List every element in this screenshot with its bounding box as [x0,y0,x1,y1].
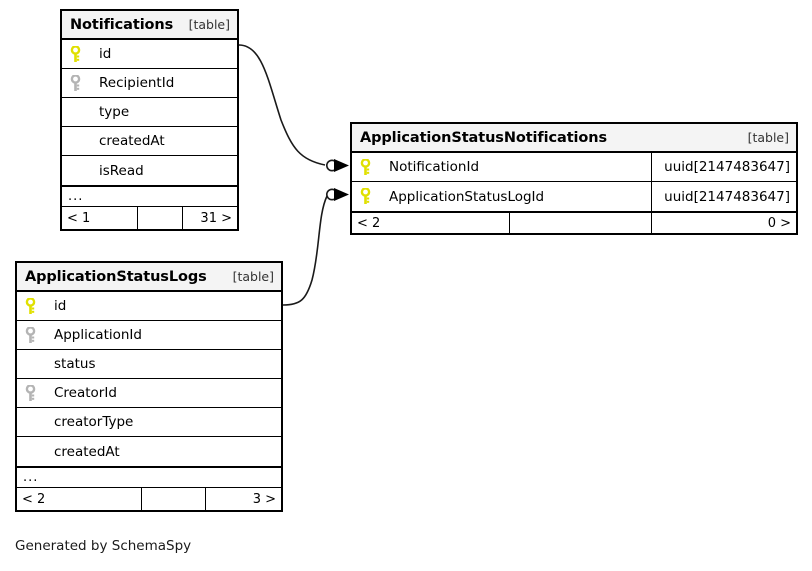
table-row[interactable]: createdAt [62,127,237,156]
table-type-tag: [table] [232,269,274,284]
column-name: status [54,356,96,372]
no-key-spacer [62,98,89,126]
primary-key-icon [62,40,89,68]
column-name: type [99,104,130,120]
relationship-line-notifications-to-asn [238,44,349,172]
column-type: uuid[2147483647] [651,153,796,181]
table-row[interactable]: createdAt [17,437,281,466]
crowsfoot-circle-notifications [325,159,338,172]
table-footer-notifications: < 1 31 > [62,207,237,229]
arrowhead-logs [334,188,349,201]
primary-key-icon [352,182,379,211]
footer-middle-cell [510,213,652,233]
table-type-tag: [table] [747,130,789,145]
more-columns-indicator: ... [17,466,281,488]
table-row[interactable]: creatorType [17,408,281,437]
column-type: uuid[2147483647] [651,182,796,211]
primary-key-icon [352,153,379,181]
column-name: createdAt [99,133,165,149]
footer-middle-cell [142,488,206,510]
column-name: createdAt [54,443,120,460]
footer-incoming-count[interactable]: < 1 [62,207,138,229]
table-row[interactable]: NotificationId uuid[2147483647] [352,153,796,182]
column-name: ApplicationId [54,327,142,343]
column-name: CreatorId [54,385,117,401]
foreign-key-icon [17,321,44,349]
footer-middle-cell [138,207,183,229]
table-row[interactable]: id [62,40,237,69]
table-footer-application-status-logs: < 2 3 > [17,488,281,510]
table-row[interactable]: ApplicationId [17,321,281,350]
footer-outgoing-count[interactable]: 31 > [200,210,232,226]
footer-incoming-count[interactable]: < 2 [17,488,142,510]
relationship-line-logs-to-asn [282,188,349,306]
no-key-spacer [17,437,44,466]
footer-incoming-count[interactable]: < 2 [352,213,510,233]
table-footer-application-status-notifications: < 2 0 > [352,211,796,233]
column-name: NotificationId [389,159,480,175]
column-name: RecipientId [99,75,175,91]
table-row[interactable]: CreatorId [17,379,281,408]
more-columns-indicator: ... [62,185,237,207]
no-key-spacer [17,408,44,436]
table-name-label: ApplicationStatusNotifications [360,129,608,146]
footer-outgoing-count[interactable]: 3 > [252,491,276,507]
column-name: id [99,46,112,62]
table-row[interactable]: status [17,350,281,379]
table-title-application-status-logs: ApplicationStatusLogs [table] [17,263,281,292]
table-title-application-status-notifications: ApplicationStatusNotifications [table] [352,124,796,153]
arrowhead-notifications [334,159,349,172]
table-row[interactable]: id [17,292,281,321]
crowsfoot-circle-logs [325,188,338,201]
table-notifications[interactable]: Notifications [table] id [60,9,239,231]
footer-outgoing-count[interactable]: 0 > [767,215,791,231]
table-row[interactable]: type [62,98,237,127]
table-name-label: ApplicationStatusLogs [25,268,207,285]
no-key-spacer [17,350,44,378]
table-row[interactable]: RecipientId [62,69,237,98]
primary-key-icon [17,292,44,320]
column-name: isRead [99,162,144,179]
column-name: ApplicationStatusLogId [389,188,545,205]
table-row[interactable]: isRead [62,156,237,185]
table-application-status-notifications[interactable]: ApplicationStatusNotifications [table] N… [350,122,798,235]
no-key-spacer [62,127,89,155]
table-application-status-logs[interactable]: ApplicationStatusLogs [table] id [15,261,283,512]
generated-by-credit: Generated by SchemaSpy [15,538,192,554]
column-name: creatorType [54,414,134,430]
foreign-key-icon [17,379,44,407]
column-name: id [54,298,67,314]
table-name-label: Notifications [70,16,174,33]
no-key-spacer [62,156,89,185]
table-title-notifications: Notifications [table] [62,11,237,40]
foreign-key-icon [62,69,89,97]
table-row[interactable]: ApplicationStatusLogId uuid[2147483647] [352,182,796,211]
table-type-tag: [table] [188,17,230,32]
